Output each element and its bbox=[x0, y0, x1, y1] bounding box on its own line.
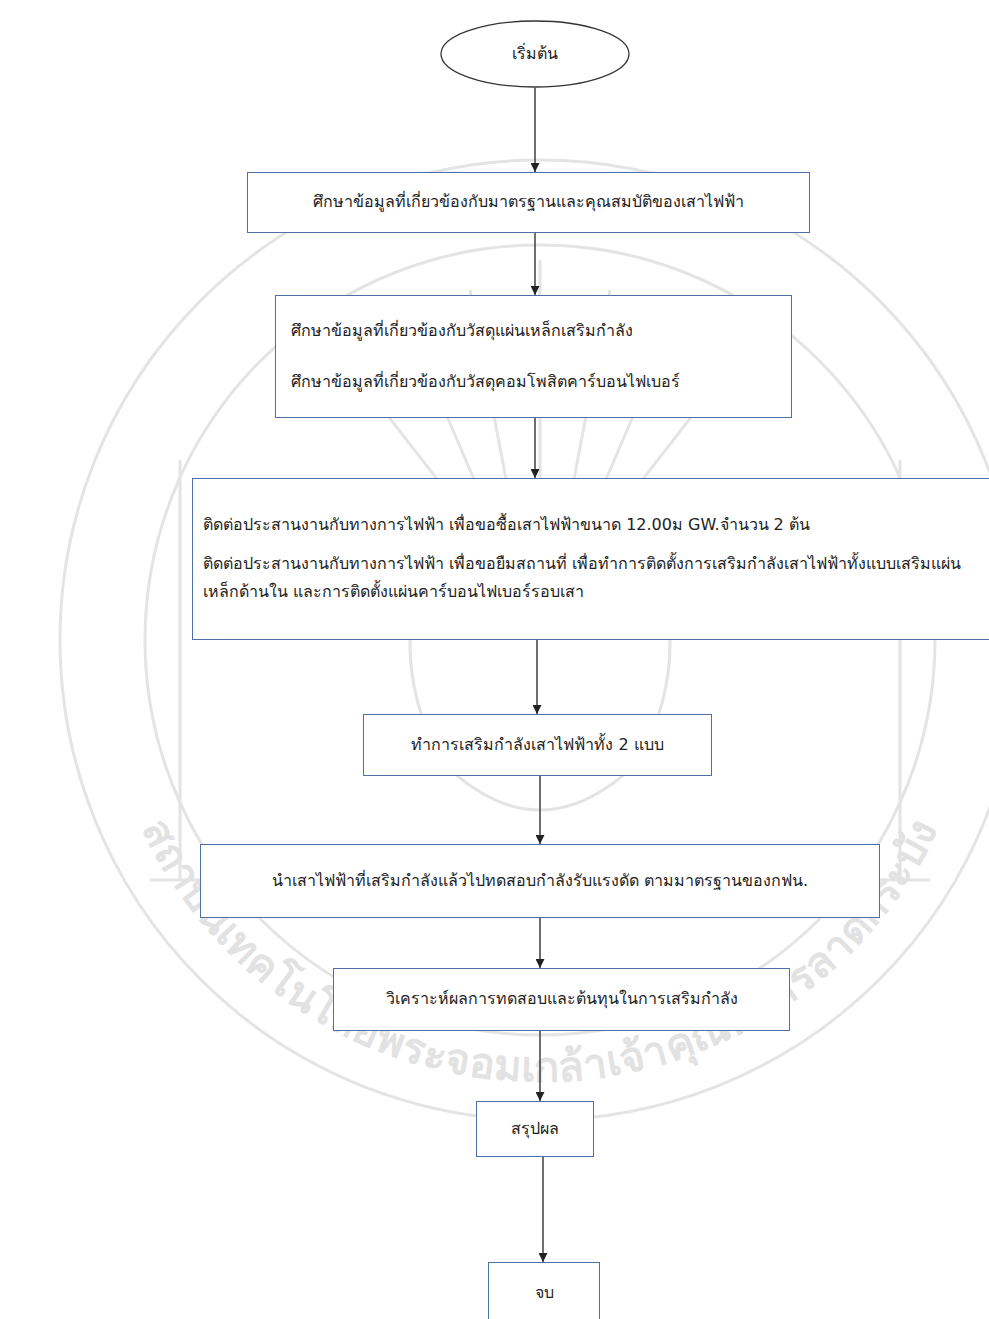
step-text: ศึกษาข้อมูลที่เกี่ยวข้องกับวัสดุคอมโพสิต… bbox=[291, 368, 779, 397]
flow-arrow bbox=[542, 1157, 543, 1262]
flow-arrow bbox=[536, 640, 537, 714]
step-text: ศึกษาข้อมูลที่เกี่ยวข้องกับวัสดุแผ่นเหล็… bbox=[291, 317, 779, 346]
step-text: ติดต่อประสานงานกับทางการไฟฟ้า เพื่อขอยืม… bbox=[203, 550, 965, 608]
flow-arrow bbox=[534, 233, 535, 295]
flow-arrow bbox=[534, 418, 535, 478]
process-box: จบ bbox=[488, 1262, 600, 1319]
step-text: ติดต่อประสานงานกับทางการไฟฟ้า เพื่อขอซื้… bbox=[203, 511, 965, 540]
terminal-ellipse: เริ่มต้น bbox=[440, 20, 630, 88]
flow-arrow bbox=[539, 918, 540, 968]
terminal-text: เริ่มต้น bbox=[450, 40, 620, 69]
step-text: สรุปผล bbox=[485, 1115, 585, 1144]
process-box: นำเสาไฟฟ้าที่เสริมกำลังแล้วไปทดสอบกำลังร… bbox=[200, 844, 880, 918]
process-box: ติดต่อประสานงานกับทางการไฟฟ้า เพื่อขอซื้… bbox=[192, 478, 989, 640]
flow-arrow bbox=[534, 88, 535, 172]
process-box: ศึกษาข้อมูลที่เกี่ยวข้องกับวัสดุแผ่นเหล็… bbox=[275, 295, 792, 418]
step-text: วิเคราะห์ผลการทดสอบและต้นทุนในการเสริมกำ… bbox=[346, 985, 777, 1014]
step-text: ทำการเสริมกำลังเสาไฟฟ้าทั้ง 2 แบบ bbox=[374, 731, 701, 760]
flow-arrow bbox=[539, 1031, 540, 1101]
process-box: สรุปผล bbox=[476, 1101, 594, 1157]
step-text: ศึกษาข้อมูลที่เกี่ยวข้องกับมาตรฐานและคุณ… bbox=[260, 188, 797, 217]
seal-ornament bbox=[60, 160, 989, 1120]
flow-arrow bbox=[539, 776, 540, 844]
step-text: จบ bbox=[497, 1279, 591, 1308]
step-text: นำเสาไฟฟ้าที่เสริมกำลังแล้วไปทดสอบกำลังร… bbox=[213, 867, 867, 896]
process-box: วิเคราะห์ผลการทดสอบและต้นทุนในการเสริมกำ… bbox=[333, 968, 790, 1031]
process-box: ทำการเสริมกำลังเสาไฟฟ้าทั้ง 2 แบบ bbox=[363, 714, 712, 776]
process-box: ศึกษาข้อมูลที่เกี่ยวข้องกับมาตรฐานและคุณ… bbox=[247, 172, 810, 233]
